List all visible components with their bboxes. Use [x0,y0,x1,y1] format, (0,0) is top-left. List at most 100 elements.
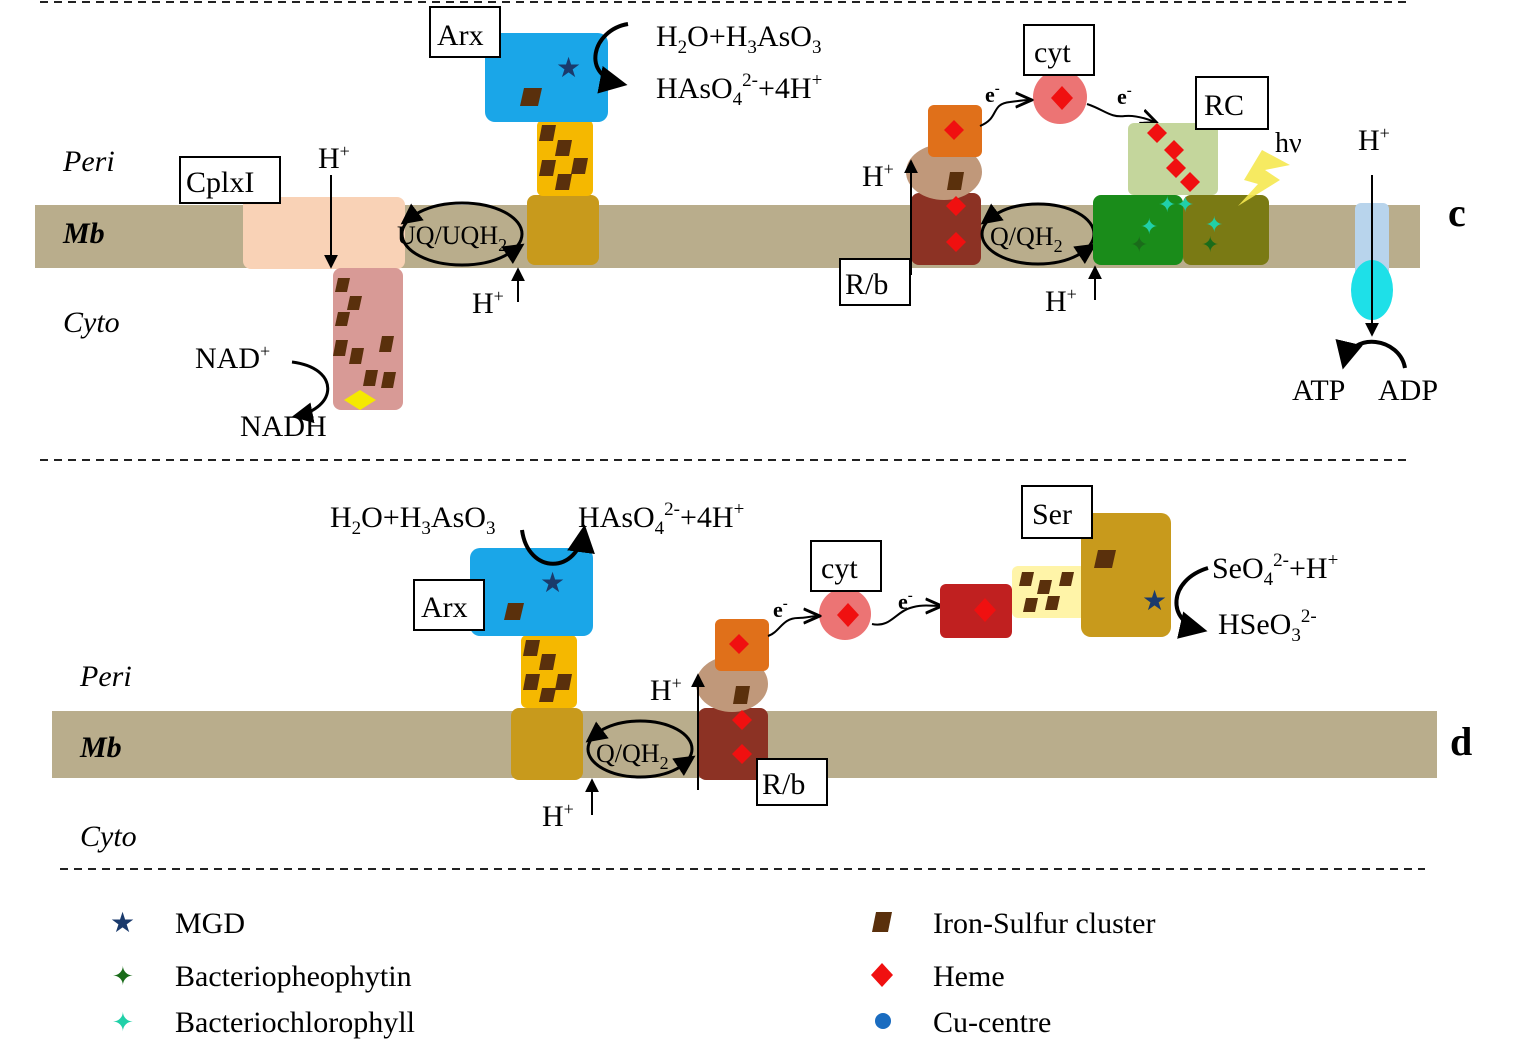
arx-box [429,6,501,58]
arx-fes-clusters-d [523,640,572,702]
arx-catalytic-subunit [485,33,608,122]
rb-hemes-d [729,634,752,764]
ser-box [1021,485,1093,539]
arx-mgd-star-d: ★ [540,568,565,599]
uq-cycle-head-right [501,243,525,265]
mb-label-d: Mb [79,731,122,764]
arsenate-label-d: HAsO42-+4H+ [578,499,744,539]
e-minus-c1: e- [985,81,1000,107]
rb-label: R/b [845,268,888,301]
arx-mgd-star: ★ [556,53,581,84]
uq-cycle-head-left [400,203,424,225]
cyto-label-c: Cyto [63,306,120,339]
cyt-d-heme [837,603,859,627]
ser-catalytic-subunit [1081,513,1171,637]
e-minus-d2: e- [898,588,913,614]
cyto-label-d: Cyto [80,820,137,853]
adp-label: ADP [1378,374,1438,407]
cu-centre-icon [875,1013,891,1029]
q-label-c: Q/QH2 [990,222,1063,256]
arx-label-d: Arx [421,591,468,624]
arsenite-label: H2O+H3AsO3 [656,20,821,58]
rc-bacteriopheophytins: ✦ ✦ [1130,232,1219,257]
ser-heme [974,598,996,622]
arx-catalytic-subunit-d [470,548,593,636]
atp-arrow [1335,338,1407,370]
arsenite-label-d: H2O+H3AsO3 [330,501,495,539]
h-plus-q-d: H+ [542,799,574,833]
bacteriopheophytin-icon: ✦ [112,962,134,991]
arx-box-d [413,579,485,631]
svg-text:✦: ✦ [1176,192,1194,217]
electron-path-d2 [871,606,940,626]
arsenite-arrow [593,22,629,94]
ser-mgd-star: ★ [1142,586,1167,617]
cyt-box-c [1023,24,1095,76]
bacteriochlorophyll-icon: ✦ [112,1008,134,1037]
nadh-label: NADH [240,410,327,443]
q-label-d: Q/QH2 [596,739,669,773]
rb-label-d: R/b [762,768,805,801]
arx-membrane-subunit [527,195,599,265]
rb-fes-d [733,686,750,704]
heme-icon [871,963,893,987]
arx-fes-clusters [539,125,588,190]
panel-d: Peri Mb Cyto d ★ Arx H2O+H3AsO3 HAsO42-+… [52,485,1472,853]
svg-text:✦: ✦ [1205,212,1223,237]
atp-label: ATP [1292,374,1345,407]
cplxi-label: CplxI [186,166,254,199]
selenate-label: SeO42-+H+ [1212,550,1338,590]
q-cycle-c-head-left [980,203,1004,225]
cyt-box-d [810,540,882,592]
electron-path-c1 [979,100,1030,127]
rc-m-subunit [1183,195,1269,265]
peri-label-c: Peri [62,145,115,178]
rb-box [839,258,911,306]
arsenite-arrow-d [520,524,595,566]
panel-letter-c: c [1448,190,1466,235]
mb-label-c: Mb [62,217,105,250]
legend-label-fes: Iron-Sulfur cluster [933,907,1155,940]
ser-fes-clusters [1019,572,1074,612]
rb-hemes [944,120,966,252]
complex-i-membrane [243,197,405,269]
legend-label-bpheo: Bacteriopheophytin [175,960,412,993]
h-plus-rb-d: H+ [650,673,682,707]
uq-label: UQ/UQH2 [397,221,507,255]
cplxi-box [179,156,281,204]
rc-bacteriochlorophylls: ✦ ✦ ✦ ✦ [1140,192,1223,239]
uq-cycle-arrows [400,201,524,267]
arx-membrane-subunit-d [511,708,583,780]
electron-path-d1 [767,616,818,637]
mgd-icon: ★ [110,908,135,939]
fmn-diamond [344,390,376,410]
q-cycle-c-head-right [1073,243,1097,265]
legend-label-heme: Heme [933,960,1005,993]
peri-label-d: Peri [79,660,132,693]
h-plus-rb: H+ [862,159,894,193]
rb-brown-subunit-d [698,708,768,780]
light-flash [1238,150,1290,206]
iron-sulfur-icon [872,912,892,932]
q-cycle-d-head-right [672,755,696,777]
rc-l-subunit [1093,195,1183,265]
rc-label: RC [1204,89,1244,122]
legend-label-mgd: MGD [175,907,245,940]
h-plus-cplxi: H+ [318,141,350,175]
hv-label: hν [1275,128,1302,159]
electron-path-c2 [1086,103,1155,122]
cyt-label-d: cyt [821,552,858,585]
selenate-arrow [1174,566,1209,639]
ser-label: Ser [1032,498,1072,531]
arx-label: Arx [437,19,484,52]
complex-i-fes-clusters [333,278,396,388]
cyt-label-c: cyt [1034,36,1071,69]
e-minus-c2: e- [1117,83,1132,109]
legend-label-bchl: Bacteriochlorophyll [175,1006,415,1039]
arsenate-label: HAsO42-+4H+ [656,70,822,110]
q-cycle-d [586,719,694,779]
svg-text:✦: ✦ [1140,214,1158,239]
rb-tan-subunit [906,144,982,200]
cyt-c-heme [1051,86,1073,110]
